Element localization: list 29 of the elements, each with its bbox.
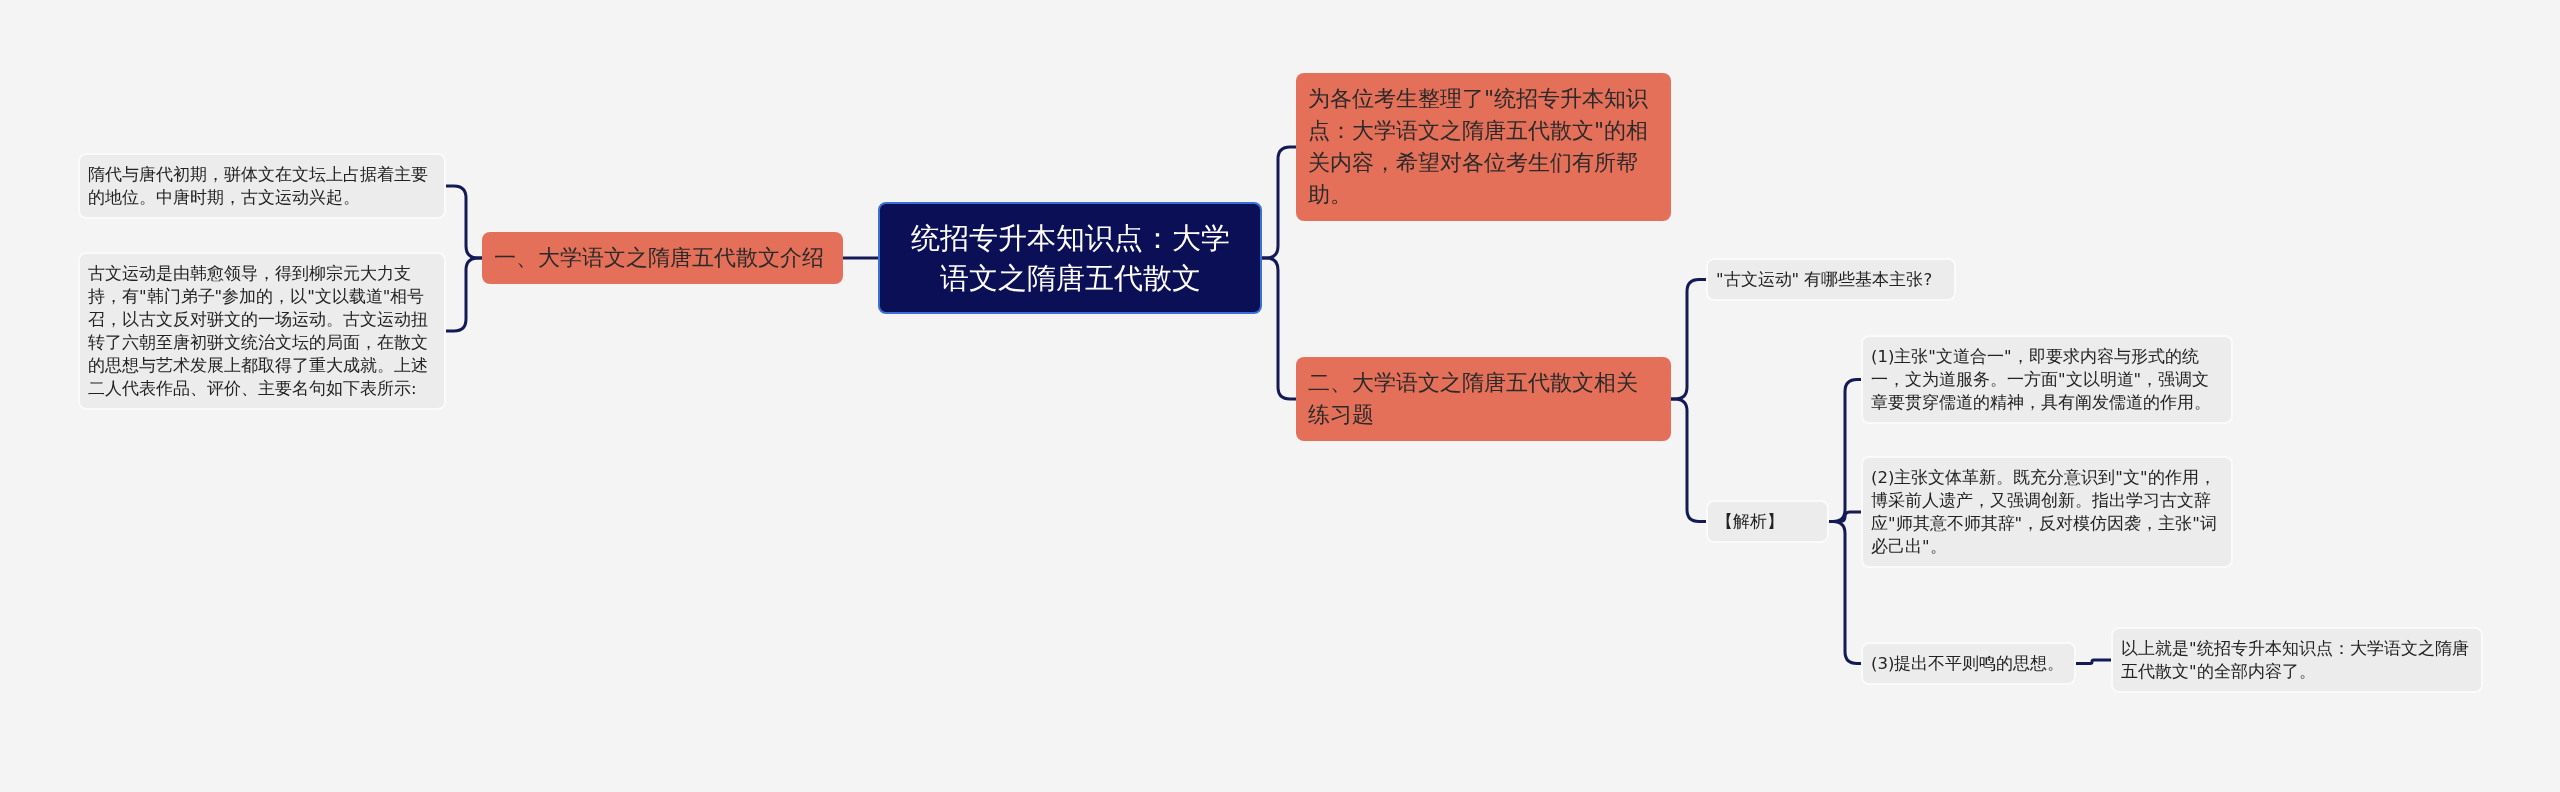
topic-text: 统招专升本知识点：大学语文之隋唐五代散文: [909, 220, 1231, 297]
connector-line: [2076, 658, 2111, 665]
topic-text: 为各位考生整理了"统招专升本知识点：大学语文之隋唐五代散文"的相关内容，希望对各位考生们有所帮助。: [1308, 85, 1650, 209]
topic-text: 以上就是"统招专升本知识点：大学语文之隋唐五代散文"的全部内容了。: [2121, 638, 2470, 683]
topic-text: "古文运动" 有哪些基本主张?: [1716, 268, 1934, 291]
connector-line: [1671, 397, 1706, 523]
central-topic-box: [878, 202, 1262, 314]
subtopic-box: [1861, 456, 2233, 568]
subtopic-box: [1706, 257, 1956, 301]
topic-box: [482, 232, 843, 284]
topic-text: (1)主张"文道合一"，即要求内容与形式的统一，文为道服务。一方面"文以明道"，强调文章要贯穿儒道的精神，具有阐发儒道的作用。: [1871, 345, 2212, 414]
topic-text: 古文运动是由韩愈领导，得到柳宗元大力支持，有"韩门弟子"参加的，以"文以载道"相号召，以古文反对骈文的一场运动。古文运动扭转了六朝至唐初骈文统治文坛的局面，在散文的思想与艺术发展上都取得了重大成就。上述二人代表作品、评价、主要名句如下表所示:: [88, 263, 429, 400]
topic-text: (2)主张文体革新。既充分意识到"文"的作用，博采前人遗产，又强调创新。指出学习古文辞应"师其意不师其辞"，反对模仿因袭，主张"词必己出"。: [1871, 467, 2218, 558]
topic-text: 隋代与唐代初期，骈体文在文坛上占据着主要的地位。中唐时期，古文运动兴起。: [88, 164, 429, 209]
topic-text: 【解析】: [1716, 510, 1785, 533]
connector-line: [1262, 256, 1296, 401]
topic-text: (3)提出不平则鸣的思想。: [1871, 652, 2066, 675]
subtopic-box: [1706, 499, 1829, 543]
connector-line: [446, 256, 482, 333]
topic-text: 一、大学语文之隋唐五代散文介绍: [494, 244, 825, 272]
topic-box: [1296, 73, 1671, 221]
subtopic-box: [78, 153, 446, 219]
subtopic-box: [2111, 627, 2483, 693]
topic-box: [1296, 357, 1671, 441]
subtopic-box: [78, 252, 446, 410]
connector-line: [843, 256, 878, 260]
topic-text: 二、大学语文之隋唐五代散文相关练习题: [1308, 369, 1639, 429]
subtopic-box: [1861, 334, 2233, 424]
subtopic-box: [1861, 641, 2076, 685]
